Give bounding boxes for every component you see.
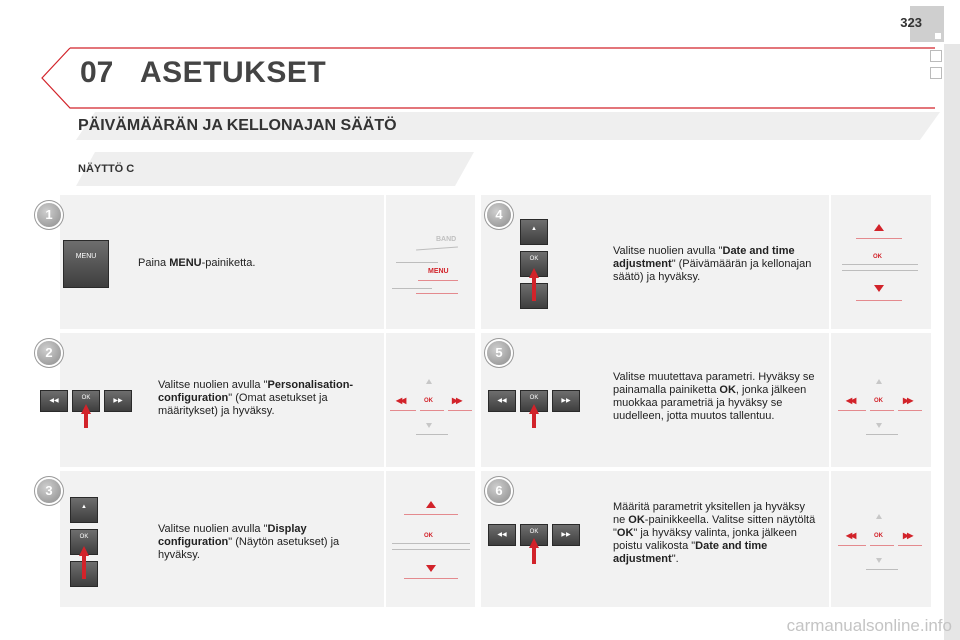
step-4-text: Valitse nuolien avulla "Date and time ad… <box>613 245 812 283</box>
screen-line <box>898 410 922 411</box>
screen-left-icon: ◀◀ <box>846 396 856 405</box>
screen-down-icon <box>874 285 884 292</box>
screen-down-icon <box>876 423 882 428</box>
menu-button: MENU <box>63 240 109 288</box>
step-1-text: Paina MENU-painiketta. <box>138 257 256 269</box>
screen-right-icon: ▶▶ <box>903 531 913 540</box>
screen-ok-label: OK <box>873 254 882 260</box>
screen-down-icon <box>426 565 436 572</box>
screen-ok-label: OK <box>424 398 433 404</box>
screen-line <box>392 549 470 550</box>
screen-line <box>404 578 458 579</box>
screen-ok-label: OK <box>874 398 883 404</box>
screen-line <box>866 434 898 435</box>
screen-left-icon: ◀◀ <box>396 396 406 405</box>
watermark: carmanualsonline.info <box>786 616 952 635</box>
screen-right-icon: ▶▶ <box>452 396 462 405</box>
step-badge-1: 1 <box>37 203 61 227</box>
subsection-title: NÄYTTÖ C <box>78 163 135 175</box>
step-2-text: Valitse nuolien avulla "Personalisation-… <box>158 379 354 417</box>
header-frame <box>41 47 940 186</box>
screen-line <box>404 514 458 515</box>
screen-up-icon <box>876 379 882 384</box>
chapter-number: 07 <box>80 56 114 89</box>
step-6-screen-panel <box>831 471 931 607</box>
screen-up-icon <box>426 379 432 384</box>
screen-line <box>898 545 922 546</box>
screen-ok-label: OK <box>424 533 433 539</box>
step-badge-6: 6 <box>487 479 511 503</box>
screen-line <box>448 410 472 411</box>
screen-line <box>420 410 444 411</box>
screen-line <box>396 262 438 263</box>
side-box-icon <box>930 67 942 79</box>
screen-line <box>390 410 416 411</box>
screen-up-icon <box>874 224 884 231</box>
up-arrow-button: ▲ <box>520 219 548 245</box>
press-arrow-icon <box>529 538 539 548</box>
screen-right-icon: ▶▶ <box>903 396 913 405</box>
step-4-screen-panel <box>831 195 931 329</box>
screen-line <box>842 264 918 265</box>
press-arrow-icon <box>529 404 539 414</box>
step-3-panel <box>60 471 384 607</box>
screen-line <box>416 293 458 294</box>
screen-left-icon: ◀◀ <box>846 531 856 540</box>
screen-ok-label: OK <box>874 533 883 539</box>
step-5-text: Valitse muutettava parametri. Hyväksy se… <box>613 371 815 422</box>
screen-line <box>838 410 866 411</box>
ok-button: OK <box>520 524 548 546</box>
step-2-screen-panel <box>386 333 475 467</box>
screen-line <box>392 543 470 544</box>
left-arrow-button: ◀◀ <box>40 390 68 412</box>
page-corner-tab <box>910 6 944 42</box>
press-arrow-shaft <box>84 412 88 428</box>
screen-line <box>838 545 866 546</box>
press-arrow-icon <box>79 546 89 556</box>
left-arrow-button: ◀◀ <box>488 390 516 412</box>
step-1-panel <box>60 195 384 329</box>
right-arrow-button: ▶▶ <box>104 390 132 412</box>
page-number: 323 <box>900 15 922 30</box>
screen-line <box>856 238 902 239</box>
step-3-screen-panel <box>386 471 475 607</box>
press-arrow-shaft <box>532 546 536 564</box>
chapter-title: ASETUKSET <box>140 56 327 89</box>
press-arrow-shaft <box>532 277 536 301</box>
step-3-text: Valitse nuolien avulla "Display configur… <box>158 523 340 561</box>
screen-line <box>856 300 902 301</box>
screen-up-icon <box>426 501 436 508</box>
step-5-screen-panel <box>831 333 931 467</box>
screen-line <box>866 569 898 570</box>
screen-menu-label: MENU <box>428 268 449 275</box>
screen-line <box>416 434 448 435</box>
screen-down-icon <box>426 423 432 428</box>
screen-band-label: BAND <box>436 236 457 243</box>
step-badge-4: 4 <box>487 203 511 227</box>
screen-line <box>392 288 432 289</box>
screen-down-icon <box>876 558 882 563</box>
side-box-icon <box>930 50 942 62</box>
screen-line <box>870 410 894 411</box>
screen-line <box>418 280 458 281</box>
step-badge-3: 3 <box>37 479 61 503</box>
screen-line <box>842 270 918 271</box>
step-badge-2: 2 <box>37 341 61 365</box>
section-title: PÄIVÄMÄÄRÄN JA KELLONAJAN SÄÄTÖ <box>78 117 397 134</box>
screen-up-icon <box>876 514 882 519</box>
press-arrow-icon <box>529 268 539 278</box>
left-arrow-button: ◀◀ <box>488 524 516 546</box>
side-strip <box>944 44 960 640</box>
right-arrow-button: ▶▶ <box>552 390 580 412</box>
press-arrow-shaft <box>532 412 536 428</box>
step-6-text: Määritä parametrit yksitellen ja hyväksy… <box>613 501 816 565</box>
press-arrow-icon <box>81 404 91 414</box>
right-arrow-button: ▶▶ <box>552 524 580 546</box>
screen-line <box>870 545 894 546</box>
step-badge-5: 5 <box>487 341 511 365</box>
press-arrow-shaft <box>82 555 86 579</box>
up-arrow-button: ▲ <box>70 497 98 523</box>
